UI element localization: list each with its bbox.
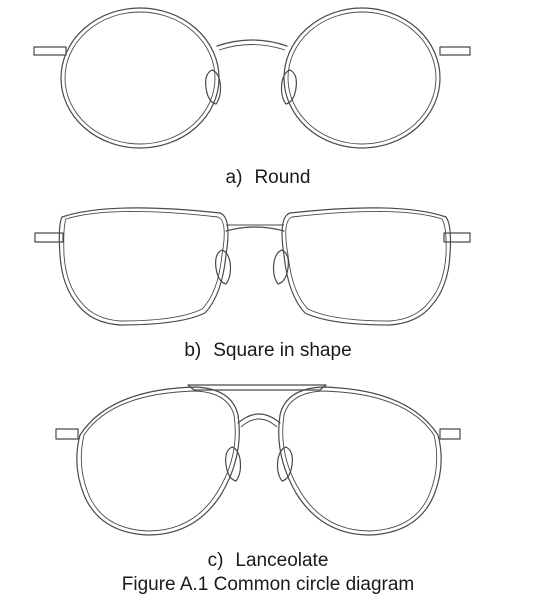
bridge [225, 226, 285, 232]
right-nose-pad [276, 446, 293, 482]
left-nose-pad [225, 446, 242, 482]
right-temple [443, 232, 471, 243]
right-temple [439, 428, 461, 440]
right-temple [439, 46, 471, 56]
caption-square: b)Square in shape [184, 340, 352, 361]
left-nose-pad [205, 69, 222, 105]
figure-title: Figure A.1 Common circle diagram [121, 574, 415, 595]
top-bar [187, 384, 327, 391]
right-lens [281, 207, 452, 326]
left-temple [34, 232, 64, 243]
right-nose-pad [272, 249, 289, 285]
bridge [216, 39, 288, 47]
right-nose-pad [280, 69, 297, 105]
left-nose-pad [215, 249, 232, 285]
right-lens [278, 386, 442, 536]
left-lens [58, 207, 229, 326]
right-lens [283, 7, 441, 149]
bridge [237, 413, 281, 424]
square-glasses-drawing [0, 195, 536, 335]
left-lens [60, 7, 220, 149]
left-temple [55, 428, 79, 440]
caption-lanceolate: c)Lanceolate [207, 550, 329, 571]
lanceolate-glasses-drawing [0, 375, 536, 545]
left-temple [33, 46, 67, 56]
caption-round: a)Round [225, 167, 311, 188]
round-glasses-drawing [0, 0, 536, 165]
left-lens [76, 386, 240, 536]
